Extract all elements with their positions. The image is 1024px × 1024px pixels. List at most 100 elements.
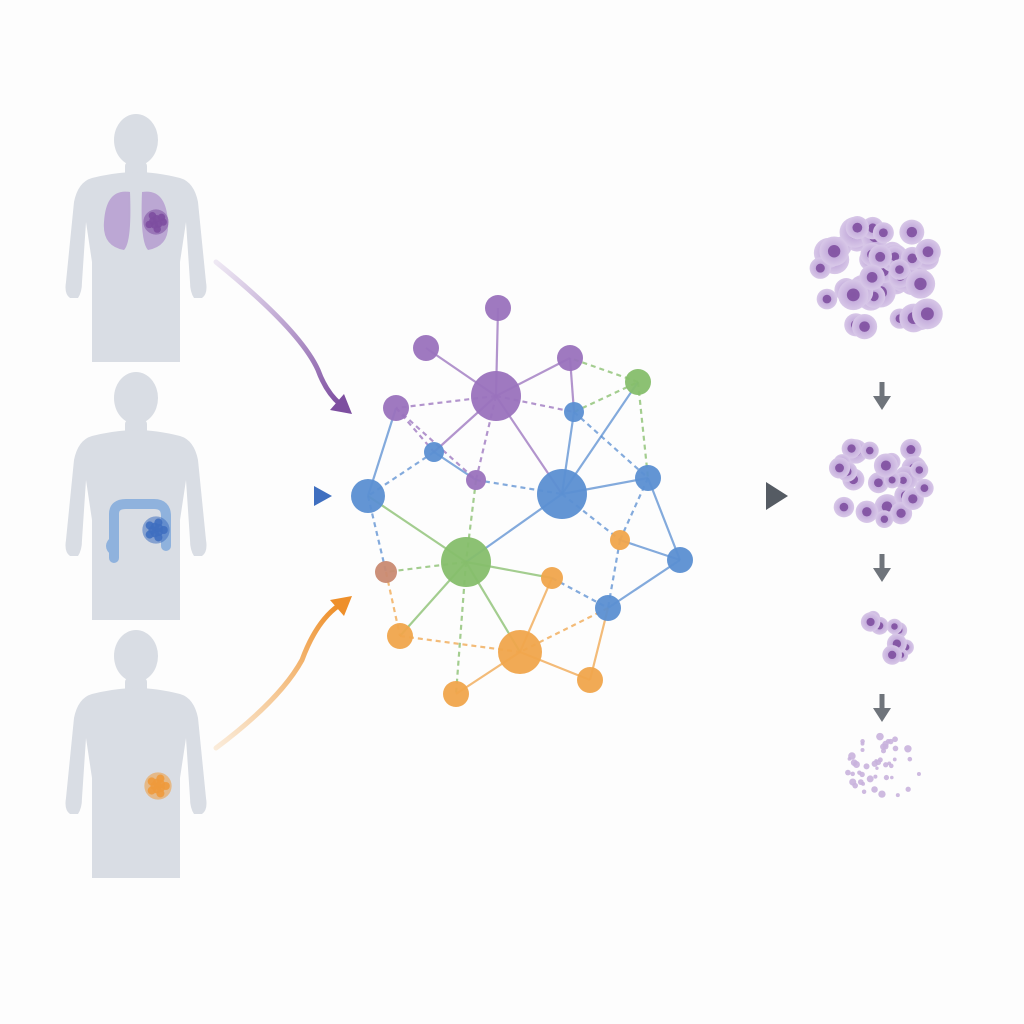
tumor-cell (915, 478, 934, 498)
network-edge (395, 394, 497, 410)
network-node (595, 595, 621, 621)
tumor-cell (875, 510, 894, 529)
cell-fragment (877, 757, 883, 763)
cell-fragment (873, 774, 878, 779)
cell-fragment (904, 745, 912, 753)
network-node (577, 667, 603, 693)
tumor-cell (867, 472, 889, 494)
human-silhouette-icon (65, 114, 207, 362)
cell-fragment (916, 772, 921, 777)
network-edge (636, 381, 650, 479)
network-node (351, 479, 385, 513)
tumor-cell (912, 298, 943, 330)
tumor-cell (873, 453, 898, 478)
cell-fragment (852, 782, 858, 789)
tumor-stage-medium-cluster (828, 438, 934, 529)
tumor-cell (868, 245, 892, 269)
tumor-cell (851, 314, 878, 340)
cell-fragment (876, 732, 884, 741)
tumor-cell (845, 216, 869, 240)
network-node (610, 530, 630, 550)
cell-fragment (892, 757, 897, 762)
pancreas-tumor-icon (144, 772, 172, 800)
cell-fragment (845, 769, 851, 776)
tumor-cell (819, 236, 849, 267)
patient-pancreatic-cancer (65, 630, 207, 878)
cell-fragment (878, 790, 886, 798)
tumor-cell (838, 279, 869, 311)
network-node (375, 561, 397, 583)
cell-fragment (853, 761, 860, 768)
tumor-cell (154, 523, 163, 532)
tumor-stage-large-cluster (809, 216, 943, 340)
network-node (564, 402, 584, 422)
tumor-cell (157, 213, 166, 222)
arrow-lung-to-network (213, 259, 352, 414)
cell-fragment (882, 743, 889, 750)
cell-fragment (880, 748, 887, 754)
stage-arrow-down-2 (873, 554, 891, 582)
patient-colorectal-cancer (65, 372, 207, 620)
tumor-cell (910, 460, 929, 479)
network-node (387, 623, 413, 649)
tumor-cell (156, 779, 165, 788)
tumor-cell (900, 438, 922, 461)
cell-fragment (857, 779, 864, 785)
stage-arrow-down-1 (873, 382, 891, 410)
tumor-cell (816, 288, 838, 310)
lung-tumor-icon (143, 209, 169, 235)
tumor-shrinkage-sequence (809, 216, 943, 798)
cell-fragment (866, 775, 874, 783)
network-node (466, 470, 486, 490)
cell-fragment (883, 774, 890, 781)
cell-fragment (895, 793, 900, 798)
cell-fragment (847, 756, 852, 761)
arrow-pancreas-to-network (213, 596, 352, 751)
tumor-cell (915, 238, 941, 265)
cell-fragment (892, 745, 899, 752)
patient-lung-cancer (65, 114, 207, 362)
tumor-cell (841, 438, 862, 459)
human-silhouette-icon (65, 372, 207, 620)
network-hub-node (537, 469, 587, 519)
cell-fragment (907, 756, 913, 762)
arrow-network-to-tumor (700, 482, 788, 510)
tumor-cell (828, 457, 851, 479)
network-node (383, 395, 409, 421)
cell-fragment (892, 736, 898, 743)
tumor-cell (855, 500, 879, 523)
colon-icon (106, 499, 171, 563)
network-hub-node (471, 371, 521, 421)
network-node (424, 442, 444, 462)
arrow-colon-to-network (216, 486, 332, 506)
cell-fragment (860, 739, 865, 744)
tumor-cell (886, 618, 903, 635)
network-edge (464, 479, 478, 563)
network-edge (646, 477, 682, 561)
stage-arrow-down-3 (873, 694, 891, 722)
network-node (541, 567, 563, 589)
cell-fragment (871, 786, 878, 793)
network-edge (573, 411, 649, 479)
network-hub-node (498, 630, 542, 674)
tumor-stage-dispersed (845, 732, 921, 798)
network-nodes (351, 295, 693, 707)
tumor-cell (833, 496, 855, 518)
cell-fragment (860, 747, 865, 752)
cell-fragment (905, 786, 911, 792)
tumor-cell (882, 645, 902, 665)
human-silhouette-icon (65, 630, 207, 878)
cell-fragment (890, 775, 894, 780)
cell-fragment (883, 762, 889, 768)
network-node (625, 369, 651, 395)
network-node (443, 681, 469, 707)
cell-fragment (875, 766, 879, 770)
network-edge (607, 559, 681, 609)
tumor-cell (859, 264, 885, 291)
tumor-cell (872, 222, 894, 244)
tumor-cell (860, 612, 881, 632)
network-node (485, 295, 511, 321)
cell-fragment (850, 771, 855, 777)
